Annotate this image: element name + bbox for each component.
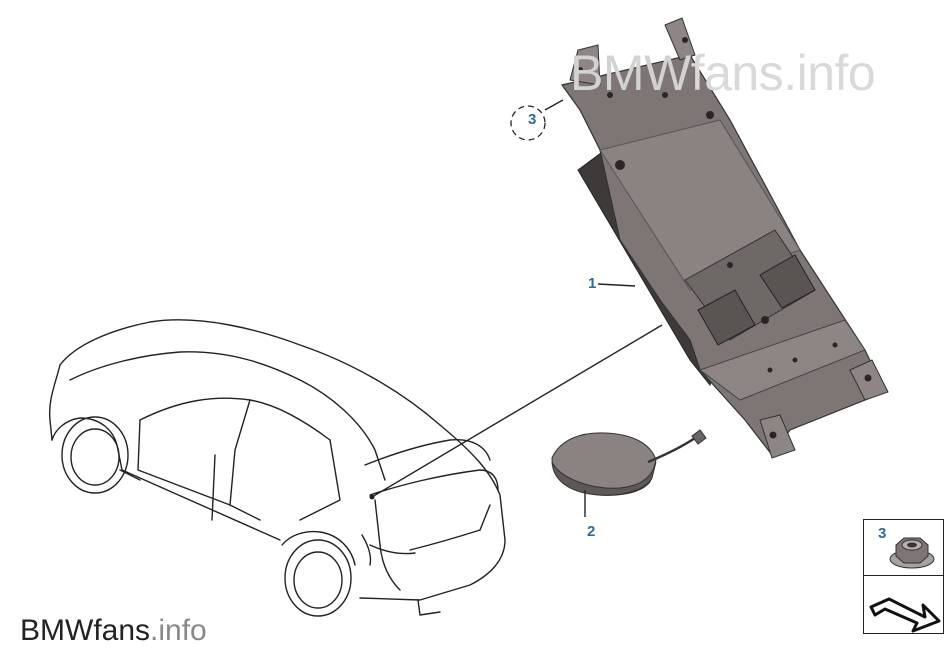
callout-part-3: 3 (528, 111, 537, 128)
legend-callout-3: 3 (878, 525, 887, 542)
callout-part-1: 1 (588, 275, 597, 292)
direction-arrow-icon (869, 597, 941, 633)
watermark-bottom-main: BMWfans (20, 614, 151, 647)
watermark-bottom: BMWfans.info (20, 614, 207, 648)
flange-nut-icon (889, 537, 935, 569)
watermark-bottom-suffix: .info (150, 614, 207, 647)
legend-divider (864, 575, 943, 576)
watermark-top: BMWfans.info (570, 44, 876, 102)
callout-part-2: 2 (587, 523, 596, 540)
watermark-top-main: BMW (570, 45, 691, 101)
parts-legend-box: 3 (863, 519, 944, 634)
watermark-top-suffix: fans.info (690, 45, 876, 101)
